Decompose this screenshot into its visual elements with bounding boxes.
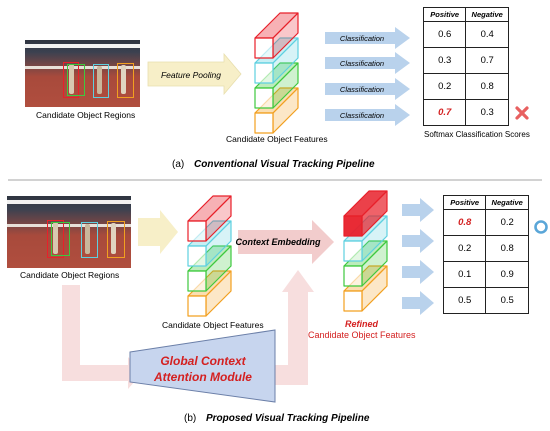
module-to-embedding-arrow [268, 270, 314, 385]
score-cell: 0.5 [485, 287, 529, 314]
classification-arrow: Classification [325, 27, 410, 49]
classification-text: Classification [340, 34, 384, 43]
check-circle-icon [534, 220, 548, 234]
classification-arrow: Classification [325, 104, 410, 126]
classification-text: Classification [340, 85, 384, 94]
refined-sublabel: Candidate Object Features [308, 330, 416, 340]
bottom-caption-title: Proposed Visual Tracking Pipeline [206, 413, 370, 424]
score-cell: 0.2 [485, 209, 529, 236]
top-caption-title: Conventional Visual Tracking Pipeline [194, 159, 375, 170]
refined-cuboid-red [343, 190, 388, 237]
global-context-module: Global Context Attention Module [129, 329, 276, 403]
classification-arrow: Classification [325, 52, 410, 74]
top-region-photo [25, 40, 140, 107]
score-cell: 0.3 [465, 99, 509, 126]
score-cell: 0.7 [465, 47, 509, 74]
score-arrow [402, 291, 434, 315]
softmax-caption: Softmax Classification Scores [424, 130, 530, 139]
feature-pooling-arrow: Feature Pooling [147, 52, 242, 96]
score-arrow [402, 260, 434, 284]
bottom-caption-prefix: (b) [184, 413, 197, 424]
score-cell: 0.3 [422, 47, 467, 74]
score-cell: 0.5 [442, 287, 487, 314]
feature-cuboids [187, 12, 388, 317]
cross-icon [515, 106, 529, 120]
bottom-features-label: Candidate Object Features [162, 320, 264, 330]
context-embedding-text: Context Embedding [236, 237, 322, 247]
classification-arrow: Classification [325, 78, 410, 100]
top-cuboid-red [254, 12, 299, 59]
bottom-cuboid-red [187, 195, 232, 242]
classification-text: Classification [340, 59, 384, 68]
score-cell-highlight: 0.8 [442, 209, 487, 236]
score-arrow [402, 229, 434, 253]
input-arrow [138, 210, 178, 254]
top-features-label: Candidate Object Features [226, 134, 328, 144]
score-arrow [402, 198, 434, 222]
score-cell: 0.9 [485, 261, 529, 288]
classification-text: Classification [340, 111, 384, 120]
bottom-region-label: Candidate Object Regions [20, 270, 120, 280]
feature-pooling-text: Feature Pooling [161, 70, 221, 80]
module-title-line2: Attention Module [153, 370, 252, 384]
top-caption-prefix: (a) [172, 159, 185, 170]
score-cell-highlight: 0.7 [422, 99, 467, 126]
top-region-label: Candidate Object Regions [36, 110, 136, 120]
module-title-line1: Global Context [160, 354, 246, 368]
bottom-region-photo [7, 196, 131, 268]
refined-label: Refined [345, 319, 379, 329]
score-cell: 0.8 [485, 235, 529, 262]
context-embedding-arrow: Context Embedding [236, 220, 334, 264]
